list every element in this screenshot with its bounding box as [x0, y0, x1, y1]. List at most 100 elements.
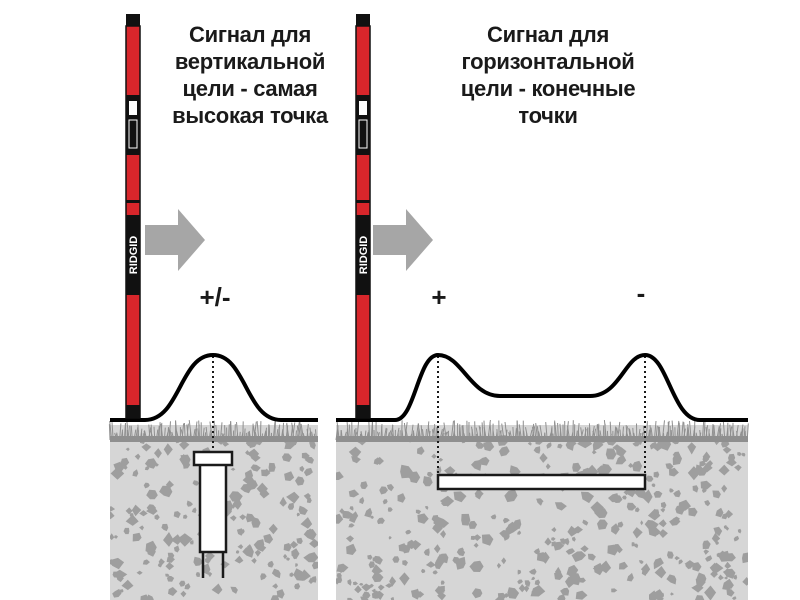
soil-speckle — [163, 443, 173, 456]
pole-ring — [126, 200, 140, 203]
soil-speckle — [289, 572, 294, 577]
soil-speckle — [527, 442, 532, 446]
soil-speckle — [231, 504, 236, 509]
right-arrow-icon — [373, 209, 433, 271]
pole-display-label — [129, 101, 137, 115]
soil-speckle — [427, 471, 434, 478]
soil-speckle — [242, 546, 254, 558]
soil-speckle — [622, 495, 627, 500]
soil-speckle — [614, 544, 620, 549]
soil-speckle — [377, 584, 385, 591]
soil-speckle — [230, 467, 236, 471]
soil-speckle — [675, 505, 685, 515]
right-grass — [335, 419, 749, 442]
horizontal-target-pipe — [436, 473, 647, 491]
soil-speckle — [183, 461, 191, 469]
soil-speckle — [612, 547, 617, 554]
soil-speckle — [371, 564, 383, 575]
soil-speckle — [346, 535, 354, 543]
soil-speckle — [641, 489, 653, 504]
soil-speckle — [649, 441, 658, 450]
soil-speckle — [579, 577, 586, 583]
soil-speckle — [434, 585, 446, 595]
soil-speckle — [158, 558, 165, 567]
soil-speckle — [251, 516, 261, 528]
soil-speckle — [517, 579, 523, 585]
soil-speckle — [517, 569, 522, 575]
soil-speckle — [473, 542, 479, 548]
soil-speckle — [684, 560, 696, 570]
soil-speckle — [452, 556, 461, 565]
soil-speckle — [653, 491, 663, 498]
soil-speckle — [598, 560, 612, 574]
soil-speckle — [687, 442, 697, 455]
soil-speckle — [299, 465, 305, 472]
soil-speckle — [732, 596, 737, 600]
soil-speckle — [632, 460, 643, 472]
soil-speckle — [271, 568, 281, 579]
soil-speckle — [295, 476, 305, 486]
left-signal-sign: +/- — [199, 282, 231, 312]
soil-speckle — [502, 517, 510, 524]
soil-speckle — [742, 577, 748, 586]
soil-speckle — [433, 544, 441, 554]
soil-speckle — [161, 523, 169, 532]
soil-speckle — [725, 553, 736, 562]
soil-speckle — [409, 471, 421, 484]
soil-speckle — [369, 583, 374, 588]
soil-speckle — [712, 490, 721, 499]
soil-speckle — [471, 588, 483, 599]
soil-speckle — [704, 585, 717, 600]
soil-speckle — [354, 457, 359, 463]
pole-brand-band — [356, 215, 370, 295]
pole-ring — [356, 200, 370, 203]
soil-speckle — [282, 453, 292, 462]
right-caption-line: горизонтальной — [461, 49, 635, 74]
soil-speckle — [346, 543, 357, 555]
soil-speckle — [496, 562, 502, 569]
grass-base — [336, 436, 748, 442]
soil-speckle — [608, 493, 619, 503]
soil-speckle — [652, 509, 660, 516]
soil-speckle — [342, 510, 354, 519]
soil-speckle — [303, 552, 318, 563]
pole-top-cap — [356, 14, 370, 26]
soil-speckle — [615, 454, 627, 465]
soil-speckle — [439, 495, 455, 507]
soil-speckle — [230, 586, 238, 594]
left-caption-line: Сигнал для — [189, 22, 311, 47]
vertical-pipe-body — [198, 460, 228, 554]
soil-speckle — [110, 511, 115, 520]
soil-speckle — [568, 572, 581, 586]
soil-speckle — [121, 579, 134, 591]
soil-speckle — [350, 511, 359, 520]
soil-speckle — [246, 448, 260, 460]
soil-speckle — [367, 554, 373, 560]
soil-speckle — [653, 557, 664, 570]
soil-speckle — [195, 572, 201, 577]
soil-speckle — [696, 467, 708, 476]
soil-speckle — [724, 561, 732, 569]
soil-speckle — [382, 499, 388, 505]
soil-speckle — [143, 482, 150, 489]
soil-speckle — [432, 521, 443, 534]
soil-speckle — [120, 457, 130, 467]
soil-speckle — [166, 576, 175, 582]
soil-speckle — [234, 555, 244, 564]
soil-speckle — [538, 500, 543, 506]
soil-speckle — [652, 589, 664, 600]
soil-speckle — [222, 440, 230, 447]
soil-speckle — [635, 507, 640, 513]
soil-speckle — [706, 460, 713, 467]
soil-speckle — [296, 537, 303, 545]
soil-speckle — [298, 505, 308, 515]
soil-speckle — [389, 576, 397, 587]
soil-speckle — [572, 526, 583, 534]
soil-speckle — [475, 490, 483, 500]
soil-speckle — [716, 552, 721, 558]
soil-speckle — [289, 540, 299, 549]
soil-speckle — [125, 507, 133, 515]
soil-speckle — [580, 491, 594, 504]
soil-speckle — [286, 557, 291, 561]
soil-speckle — [469, 560, 484, 572]
